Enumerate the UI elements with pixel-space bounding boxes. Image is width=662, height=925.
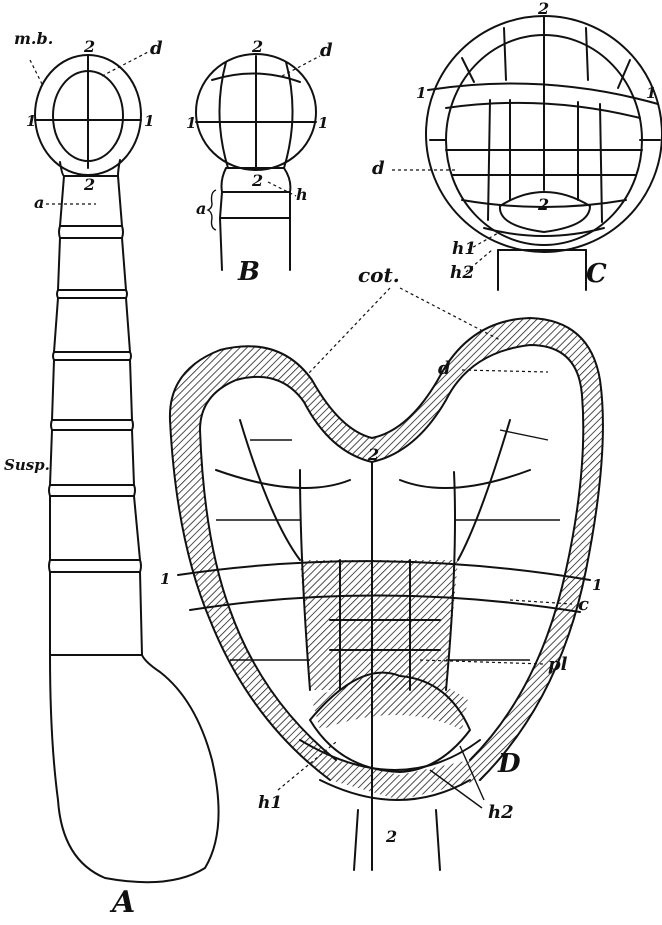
- label-a-d: d: [150, 38, 163, 59]
- label-b-d: d: [320, 40, 333, 61]
- label-susp: Susp.: [4, 456, 50, 474]
- label-c-2-top: 2: [537, 0, 549, 18]
- label-mb: m.b.: [14, 29, 53, 48]
- label-b-1-left: 1: [186, 114, 196, 132]
- label-b-2-mid: 2: [251, 171, 263, 190]
- label-c-h1: h1: [452, 239, 476, 259]
- label-c-1-right: 1: [646, 84, 656, 102]
- label-b-1-right: 1: [318, 114, 328, 132]
- label-a-2-top: 2: [83, 37, 95, 56]
- label-d-2-bottom: 2: [385, 827, 397, 846]
- panel-a-letter: A: [109, 885, 135, 920]
- label-c-h2: h2: [450, 263, 474, 283]
- panel-b: 2 d 1 1 2 h a B: [186, 37, 333, 287]
- label-a-a: a: [34, 193, 44, 212]
- label-c-d: d: [372, 158, 385, 179]
- label-d-2-top: 2: [367, 445, 379, 464]
- label-d-pl: pl: [548, 654, 568, 675]
- panel-b-letter: B: [237, 257, 260, 287]
- panel-b-embryo: [196, 54, 316, 270]
- panel-d: cot. d 2 1 1 c pl h1 h2 2 D: [160, 263, 603, 870]
- label-a-1-right: 1: [144, 112, 154, 130]
- panel-d-letter: D: [497, 749, 521, 779]
- label-c-2-inner: 2: [537, 195, 549, 214]
- label-b-2-top: 2: [251, 37, 263, 56]
- label-d-h1: h1: [258, 793, 282, 813]
- label-b-h: h: [296, 185, 308, 204]
- label-cot: cot.: [358, 263, 400, 287]
- label-c-1-left: 1: [416, 84, 426, 102]
- panel-d-hatched-tissue: [170, 318, 603, 800]
- label-b-a: a: [196, 199, 206, 218]
- panel-c-letter: C: [586, 259, 607, 289]
- label-d-1-right: 1: [592, 576, 602, 594]
- panel-c: 2 1 1 d 2 h1 h2 C: [372, 0, 662, 290]
- label-d-c: c: [578, 594, 589, 615]
- label-d-1-left: 1: [160, 570, 170, 588]
- label-a-1-left: 1: [26, 112, 36, 130]
- label-d-h2: h2: [488, 802, 514, 823]
- label-d-d: d: [438, 358, 451, 379]
- panel-a-embryo-head: [35, 55, 141, 176]
- label-a-2-bottom: 2: [83, 175, 95, 194]
